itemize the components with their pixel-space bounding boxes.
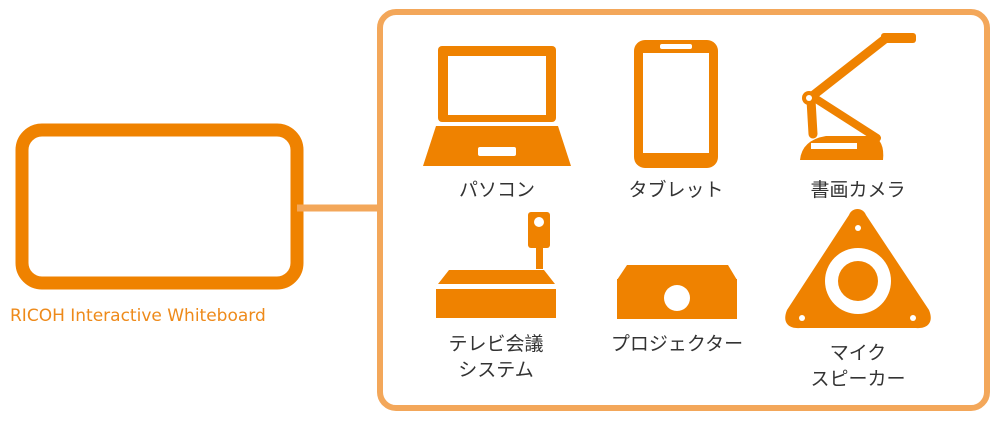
- whiteboard-label: RICOH Interactive Whiteboard: [10, 306, 266, 326]
- document-camera-icon: [800, 33, 916, 160]
- speakerphone-icon: [785, 209, 931, 329]
- device-group-frame: [377, 9, 990, 411]
- device-label-document-camera: 書画カメラ: [810, 179, 906, 201]
- laptop-icon: [423, 46, 571, 166]
- whiteboard-icon: [15, 123, 304, 290]
- projector-icon: [617, 265, 737, 319]
- device-label-tablet: タブレット: [628, 179, 724, 201]
- device-label-projector: プロジェクター: [610, 333, 744, 355]
- video-conference-system-icon: [436, 212, 556, 318]
- device-label-pc: パソコン: [458, 179, 535, 201]
- device-label-video-conference: テレビ会議 システム: [448, 333, 544, 381]
- tablet-icon: [634, 40, 718, 168]
- device-label-speakerphone: マイク スピーカー: [810, 342, 906, 390]
